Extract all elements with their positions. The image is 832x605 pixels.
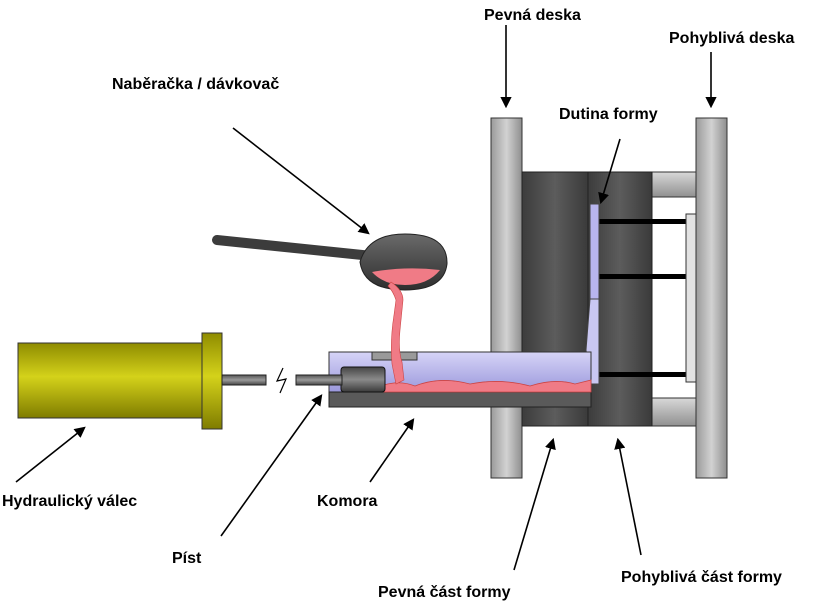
label-fixed-mold-half: Pevná část formy (378, 584, 511, 601)
arrow-hydraulic-cylinder (15, 426, 86, 483)
pointer-arrows (15, 25, 717, 571)
break-symbol-icon (275, 367, 288, 394)
label-hydraulic-cylinder: Hydraulický válec (2, 493, 137, 510)
guide-block-bottom (651, 397, 697, 427)
arrow-piston (220, 394, 323, 537)
piston-rod (295, 374, 343, 386)
label-moving-plate: Pohyblivá deska (669, 30, 794, 47)
label-chamber: Komora (317, 493, 378, 510)
arrow-ladle (232, 127, 370, 235)
mold-cavity (589, 203, 600, 300)
pouring-stream (387, 281, 405, 385)
arrow-chamber (369, 418, 415, 483)
chamber-wall-bottom (328, 391, 592, 408)
piston-head (340, 366, 386, 393)
ladle (212, 233, 448, 291)
ejector-plate (685, 213, 697, 383)
label-ladle: Naběračka / dávkovač (112, 76, 279, 93)
label-mold-cavity: Dutina formy (559, 106, 658, 123)
label-fixed-plate: Pevná deska (484, 7, 581, 24)
label-piston: Píst (172, 550, 202, 567)
label-moving-mold-half: Pohyblivá část formy (621, 569, 782, 586)
ejector-pins (598, 219, 688, 377)
arrow-mold-cavity (598, 138, 621, 205)
hydraulic-cylinder-body (17, 342, 205, 419)
arrow-moving-mold-half (614, 437, 642, 556)
moving-plate (695, 117, 728, 479)
molten-metal-chamber (383, 379, 592, 393)
arrow-fixed-mold-half (513, 437, 556, 571)
hydraulic-cylinder-flange (201, 332, 223, 430)
cylinder-rod (221, 374, 267, 386)
guide-block-top (651, 171, 697, 198)
fixed-plate (490, 117, 523, 479)
